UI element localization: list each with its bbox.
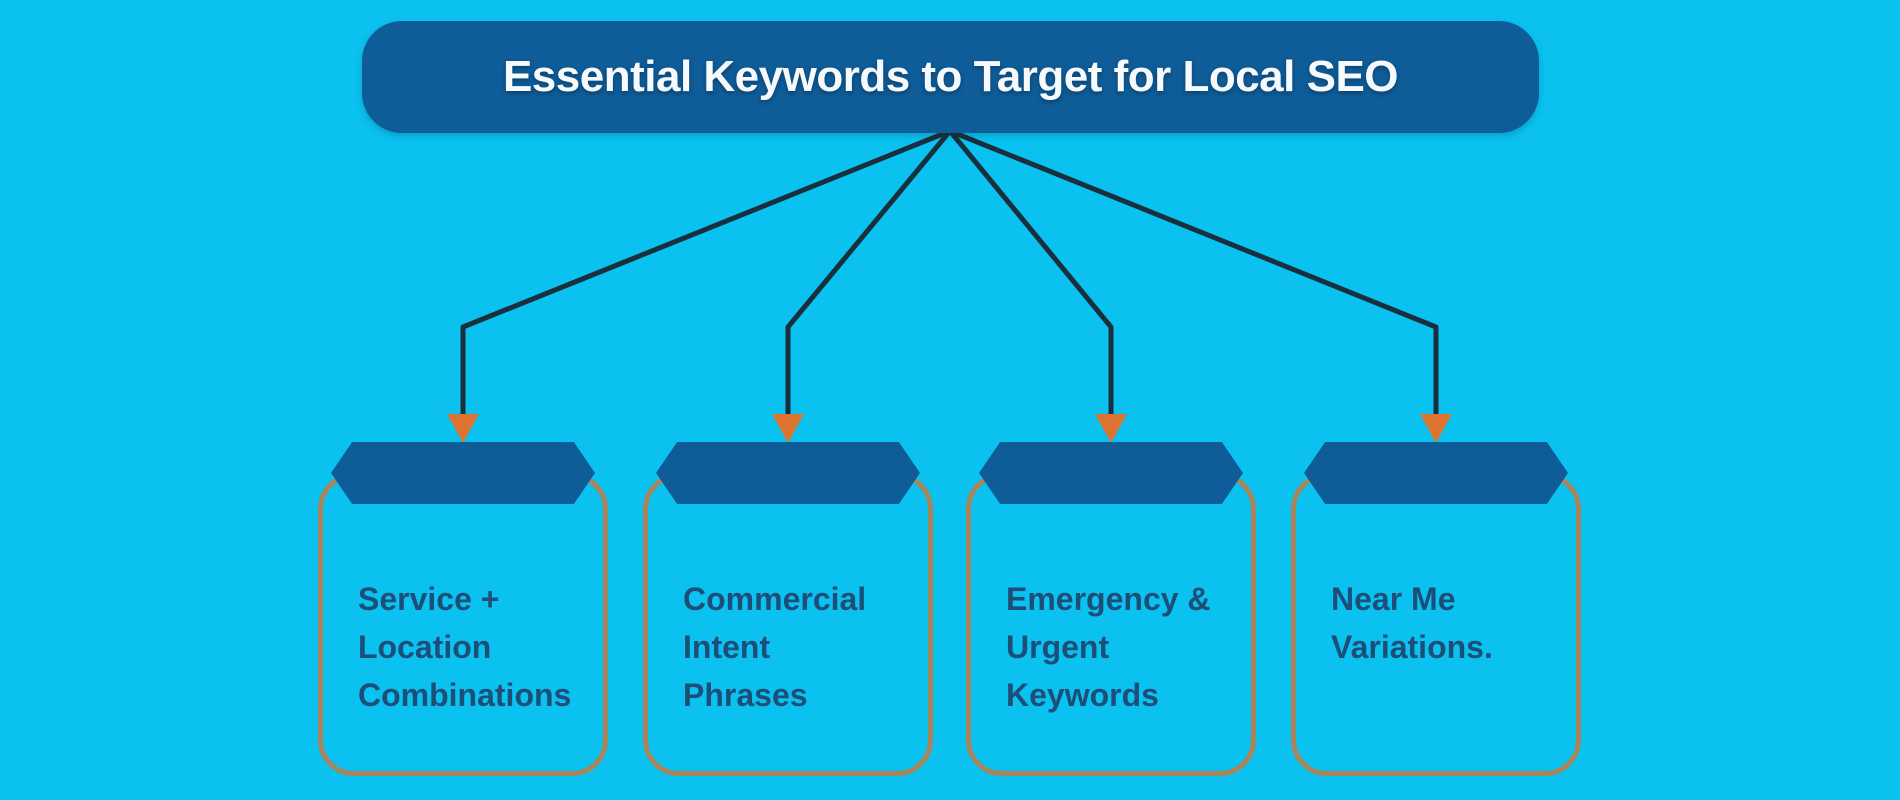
- connector-line: [948, 129, 1114, 420]
- card-header-hexagon: [1304, 442, 1568, 504]
- page-title: Essential Keywords to Target for Local S…: [502, 52, 1399, 101]
- arrowhead-icon: [1095, 414, 1127, 443]
- card-header-hexagon: [331, 442, 595, 504]
- connector-line: [949, 128, 1439, 420]
- keyword-card-near-me: Near Me Variations.: [1291, 442, 1581, 776]
- keyword-card-emergency-urgent: Emergency & Urgent Keywords: [966, 442, 1256, 776]
- keyword-card-commercial-intent: Commercial Intent Phrases: [643, 442, 933, 776]
- card-label: Emergency & Urgent Keywords: [1006, 581, 1211, 713]
- arrowhead-icon: [447, 414, 479, 443]
- card-label: Near Me Variations.: [1331, 581, 1493, 665]
- arrowhead-icon: [772, 414, 804, 443]
- card-label: Service + Location Combinations: [358, 581, 572, 713]
- arrowhead-icon: [1420, 414, 1452, 443]
- card-header-hexagon: [656, 442, 920, 504]
- connector-line: [785, 129, 952, 420]
- keyword-card-service-location: Service + Location Combinations: [318, 442, 608, 776]
- title-banner: Essential Keywords to Target for Local S…: [362, 21, 1539, 133]
- card-label: Commercial Intent Phrases: [683, 581, 867, 713]
- connector-line: [460, 128, 951, 420]
- card-header-hexagon: [979, 442, 1243, 504]
